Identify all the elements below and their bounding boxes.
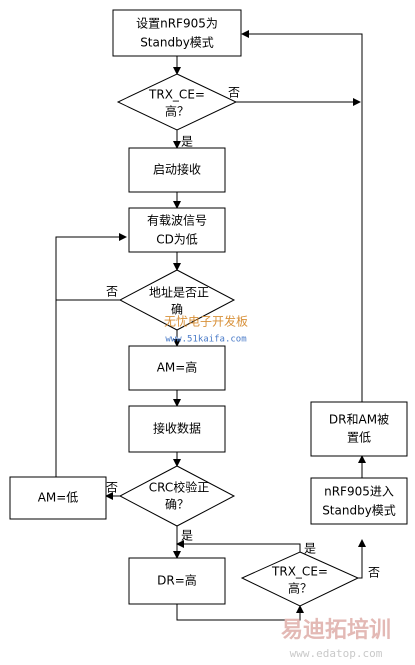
node-carrier-cd-line2: CD为低 [156, 233, 198, 247]
node-carrier-cd-line1: 有载波信号 [147, 214, 207, 228]
node-dr-high: DR=高 [128, 557, 226, 605]
edge-trxce2-no-to-standby [358, 539, 366, 579]
watermark-site-cn: 无忧电子开发板 [164, 314, 248, 329]
node-dr-am-low-line2: 置低 [347, 431, 371, 445]
node-dr-am-low: DR和AM被 置低 [310, 401, 408, 457]
node-am-high: AM=高 [128, 345, 226, 391]
node-start-receive-label: 启动接收 [153, 162, 201, 177]
node-trxce-check-1-line2: 高？ [165, 104, 189, 119]
node-address-check-line1: 地址是否正 [149, 286, 209, 300]
label-yes-trxce2: 是 [304, 542, 316, 556]
node-am-low: AM=低 [9, 476, 107, 520]
node-receive-data-label: 接收数据 [153, 421, 201, 436]
node-set-standby-line1: 设置nRF905为 [136, 17, 218, 31]
node-receive-data: 接收数据 [128, 405, 226, 453]
label-yes-trxce1: 是 [181, 135, 193, 149]
edge-trxce2-yes-loop [176, 540, 301, 552]
node-trxce-check-2-line1: TRX_CE= [271, 565, 328, 579]
label-no-trxce1: 否 [228, 86, 240, 100]
node-dr-am-low-line1: DR和AM被 [329, 413, 389, 427]
node-address-check-line2: 确 [171, 303, 183, 317]
node-set-standby-line2: Standby模式 [140, 36, 214, 50]
label-no-trxce2: 否 [368, 566, 380, 580]
node-enter-standby-line2: Standby模式 [322, 504, 396, 518]
edge-drlow-back-to-top [241, 30, 363, 402]
edges [55, 30, 366, 621]
node-crc-check: CRC校验正 确？ [118, 465, 236, 527]
label-no-address: 否 [106, 285, 118, 299]
node-trxce-check-2: TRX_CE= 高？ [240, 551, 360, 607]
node-trxce-check-1-line1: TRX_CE= [148, 88, 205, 102]
watermark-brand: 易迪拓培训 [281, 617, 391, 643]
node-enter-standby: nRF905进入 Standby模式 [310, 477, 408, 525]
node-address-check: 地址是否正 确 [118, 269, 236, 331]
node-crc-check-line1: CRC校验正 [149, 480, 210, 495]
node-dr-high-label: DR=高 [157, 573, 197, 588]
label-yes-crc: 是 [181, 529, 193, 543]
node-start-receive: 启动接收 [128, 147, 226, 193]
watermarks: 无忧电子开发板 www.51kaifa.com 易迪拓培训 www.edatop… [164, 314, 391, 661]
node-am-low-label: AM=低 [38, 491, 79, 505]
node-trxce-check-2-line2: 高？ [288, 581, 312, 596]
edge-address-no-loop [55, 233, 127, 301]
node-set-standby: 设置nRF905为 Standby模式 [112, 9, 242, 57]
node-trxce-check-1: TRX_CE= 高？ [116, 73, 238, 131]
label-no-crc: 否 [106, 481, 118, 495]
node-crc-check-line2: 确？ [165, 498, 189, 512]
edge-labels: 是 否 否 否 是 是 否 [106, 86, 380, 580]
watermark-site-url: www.51kaifa.com [165, 335, 246, 345]
node-carrier-cd: 有载波信号 CD为低 [128, 207, 226, 253]
node-am-high-label: AM=高 [157, 360, 198, 375]
watermark-brand-url: www.edatop.com [290, 647, 383, 660]
edge-drhigh-to-trxce2 [176, 604, 304, 621]
node-enter-standby-line1: nRF905进入 [324, 485, 394, 499]
